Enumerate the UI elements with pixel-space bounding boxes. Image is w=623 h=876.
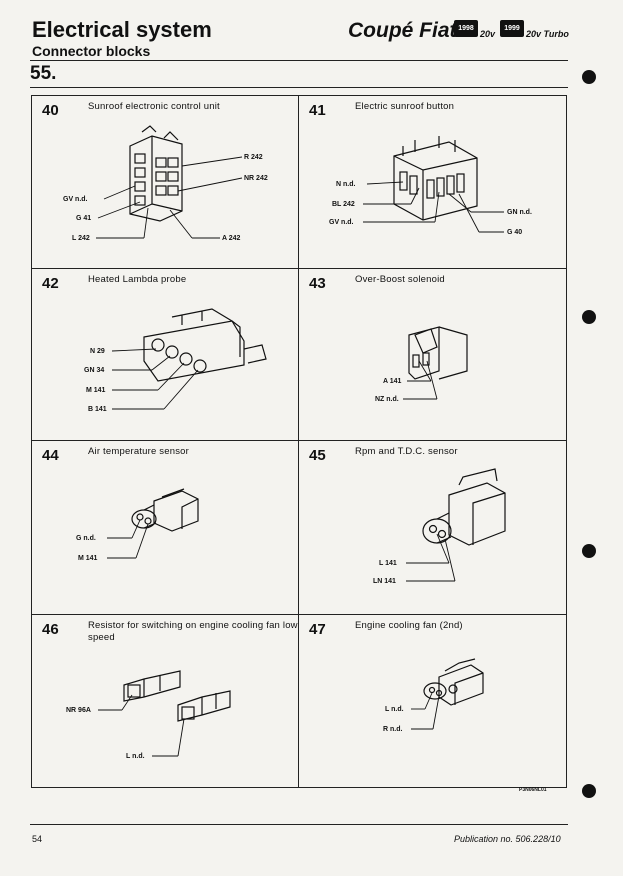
pin-label: NZ n.d.: [375, 396, 399, 403]
connector-diagram: L n.d. R n.d.: [383, 658, 484, 733]
footer-rule: [30, 824, 568, 825]
pin-label: A 242: [222, 235, 241, 242]
badge-label-20v-turbo: 20v Turbo: [526, 29, 569, 39]
connector-title: Sunroof electronic control unit: [88, 101, 220, 112]
pin-label: LN 141: [373, 578, 396, 585]
pin-label: G n.d.: [76, 535, 96, 542]
year-badge-1998: 1998: [454, 20, 478, 37]
connector-diagram: R 242 NR 242 GV n.d. G 41 L 242 A 242: [63, 125, 268, 242]
grid-divider: [298, 96, 299, 787]
connector-title: Air temperature sensor: [88, 446, 190, 457]
grid-divider: [32, 268, 566, 269]
pin-label: L 242: [72, 235, 90, 242]
binder-hole: [582, 784, 596, 798]
connector-cell-45: 45 Rpm and T.D.C. sensor L 141 LN 141: [299, 441, 566, 614]
publication-number: Publication no. 506.228/10: [454, 834, 561, 844]
connector-number: 46: [42, 621, 59, 638]
connector-number: 44: [42, 447, 59, 464]
page-title: Electrical system: [32, 17, 212, 42]
connector-title: Heated Lambda probe: [88, 274, 187, 285]
pin-label: L 141: [379, 560, 397, 567]
pin-label: GV n.d.: [63, 196, 88, 203]
pin-label: G 40: [507, 229, 522, 236]
connector-title: Over-Boost solenoid: [355, 274, 445, 285]
connector-number: 47: [309, 621, 326, 638]
connector-diagram: NR 96A L n.d.: [66, 670, 231, 760]
grid-divider: [32, 614, 566, 615]
grid-divider: [32, 440, 566, 441]
pin-label: NR 242: [244, 175, 268, 182]
pin-label: GN 34: [84, 367, 104, 374]
page-subtitle: Connector blocks: [32, 43, 151, 59]
connector-diagram: N n.d. BL 242 GV n.d. GN n.d. G 40: [329, 136, 532, 236]
binder-hole: [582, 544, 596, 558]
connector-cell-42: 42 Heated Lambda probe N 29 GN 34 M 141 …: [32, 269, 298, 440]
connector-cell-41: 41 Electric sunroof button N n.d. BL 242…: [299, 96, 566, 268]
pin-label: B 141: [88, 406, 107, 413]
connector-title: Electric sunroof button: [355, 101, 455, 112]
page-number: 54: [32, 834, 43, 844]
connector-number: 40: [42, 102, 59, 119]
pin-label: R 242: [244, 154, 263, 161]
connector-grid: 40 Sunroof electronic control unit: [31, 95, 567, 788]
pin-label: G 41: [76, 215, 91, 222]
year-badge-1999: 1999: [500, 20, 524, 37]
connector-number: 43: [309, 275, 326, 292]
connector-number: 42: [42, 275, 59, 292]
connector-cell-46: 46 Resistor for switching on engine cool…: [32, 615, 298, 787]
pin-label: R n.d.: [383, 726, 402, 733]
connector-cell-47: 47 Engine cooling fan (2nd) L n.d. R n.d…: [299, 615, 566, 787]
pin-label: L n.d.: [385, 706, 404, 713]
connector-title: Engine cooling fan (2nd): [355, 620, 463, 631]
pin-label: GN n.d.: [507, 209, 532, 216]
connector-title: Resistor for switching on engine cooling…: [88, 620, 298, 643]
pin-label: GV n.d.: [329, 219, 354, 226]
brand-name: Coupé Fiat: [348, 19, 457, 42]
connector-title: Rpm and T.D.C. sensor: [355, 446, 458, 457]
connector-number: 45: [309, 447, 326, 464]
section-number: 55.: [30, 63, 57, 84]
connector-cell-44: 44 Air temperature sensor G n.d. M 141: [32, 441, 298, 614]
pin-label: NR 96A: [66, 707, 91, 714]
pin-label: N 29: [90, 348, 105, 355]
pin-label: BL 242: [332, 201, 355, 208]
connector-diagram: N 29 GN 34 M 141 B 141: [84, 308, 267, 413]
badge-label-20v: 20v: [480, 29, 496, 39]
connector-cell-40: 40 Sunroof electronic control unit: [32, 96, 298, 268]
pin-label: L n.d.: [126, 753, 145, 760]
header-rule: [30, 60, 568, 61]
pin-label: N n.d.: [336, 181, 355, 188]
connector-number: 41: [309, 102, 326, 119]
connector-diagram: L 141 LN 141: [373, 468, 506, 585]
pin-label: A 141: [383, 378, 402, 385]
figure-reference: P3N06NL01: [519, 787, 547, 793]
connector-cell-43: 43 Over-Boost solenoid A 141 NZ n.d.: [299, 269, 566, 440]
binder-hole: [582, 310, 596, 324]
connector-diagram: A 141 NZ n.d.: [375, 326, 468, 403]
connector-diagram: G n.d. M 141: [76, 488, 199, 562]
binder-hole: [582, 70, 596, 84]
section-rule: [30, 87, 568, 88]
pin-label: M 141: [86, 387, 106, 394]
pin-label: M 141: [78, 555, 98, 562]
